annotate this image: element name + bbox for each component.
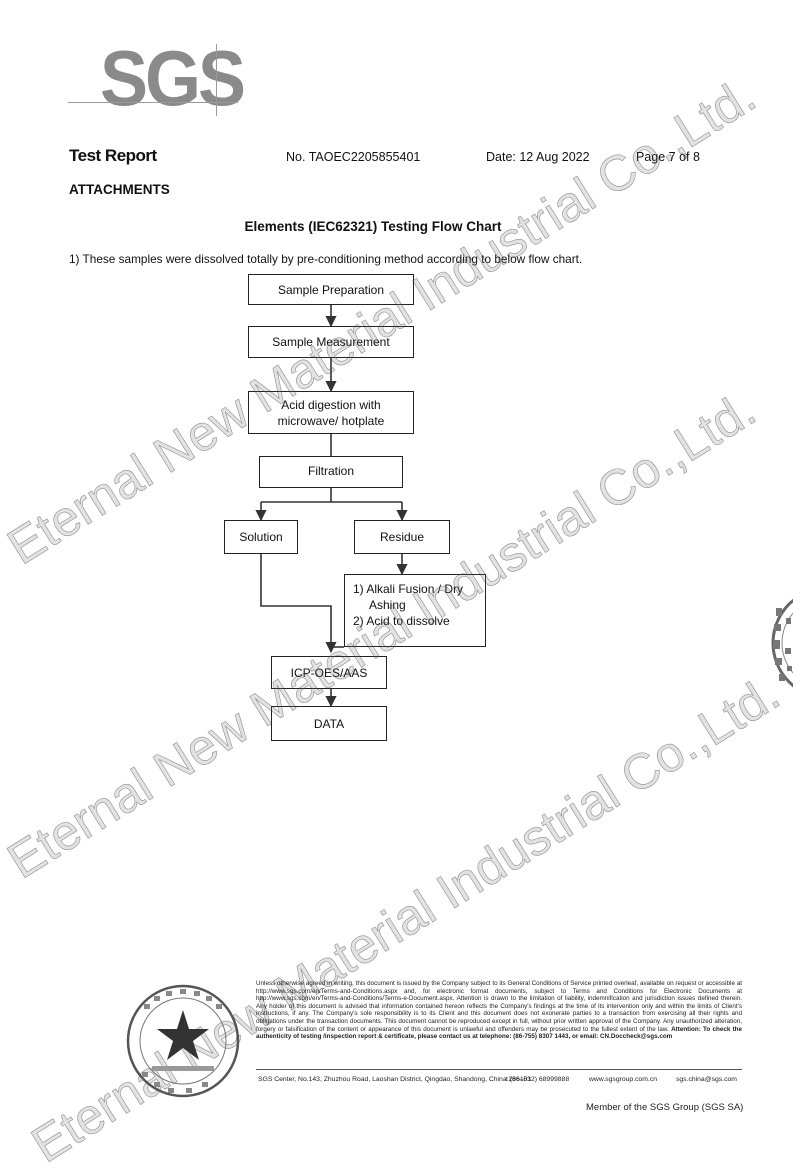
box-label: Sample Preparation <box>277 282 385 297</box>
box-acid-digestion: Acid digestion with microwave/ hotplate <box>248 391 414 434</box>
box-icp-oes-aas: ICP-OES/AAS <box>271 656 387 689</box>
side-seal-stamp <box>771 598 793 688</box>
box-filtration: Filtration <box>259 456 403 488</box>
box-solution: Solution <box>224 520 298 554</box>
box-label-line-1: 1) Alkali Fusion / Dry <box>353 582 464 596</box>
legal-disclaimer: Unless otherwise agreed in writing, this… <box>256 980 742 1041</box>
footer-website-link[interactable]: www.sgsgroup.com.cn <box>589 1076 657 1083</box>
footer-email-link[interactable]: sgs.china@sgs.com <box>676 1076 737 1083</box>
box-label-line-3: 2) Acid to dissolve <box>353 614 450 628</box>
box-label: Sample Measurement <box>272 335 390 349</box>
connector-solution-to-icp <box>260 554 337 654</box>
report-title: Test Report <box>69 146 157 165</box>
box-label: Solution <box>239 530 283 544</box>
logo-rule <box>68 102 238 103</box>
footer-rule <box>256 1069 742 1070</box>
flow-chart-title: Elements (IEC62321) Testing Flow Chart <box>244 219 502 234</box>
box-data: DATA <box>271 706 387 741</box>
sgs-logo: SGS <box>100 35 246 123</box>
box-label-line-1: Acid digestion with <box>281 397 381 412</box>
report-number: No. TAOEC2205855401 <box>286 150 421 164</box>
footer-phone: t (86–532) 68999888 <box>506 1076 570 1083</box>
box-label: ICP-OES/AAS <box>290 666 368 680</box>
footer-address: SGS Center, No.143, Zhuzhou Road, Laosha… <box>258 1076 532 1083</box>
disclaimer-text: Unless otherwise agreed in writing, this… <box>256 980 742 1033</box>
box-sample-preparation: Sample Preparation <box>248 274 414 305</box>
box-sample-measurement: Sample Measurement <box>248 326 414 358</box>
section-heading: ATTACHMENTS <box>69 182 170 197</box>
box-label: Residue <box>379 530 425 544</box>
flow-chart-connectors <box>255 305 408 708</box>
logo-vertical-rule <box>216 44 217 116</box>
company-seal-stamp <box>126 984 240 1098</box>
box-label: Filtration <box>307 464 354 478</box>
authenticity-notice: Attention: To check the authenticity of … <box>256 1025 743 1041</box>
box-alkali-fusion: 1) Alkali Fusion / Dry Ashing 2) Acid to… <box>344 574 486 647</box>
box-label: DATA <box>313 717 345 731</box>
sgs-group-membership: Member of the SGS Group (SGS SA) <box>586 1102 744 1113</box>
report-date: Date: 12 Aug 2022 <box>486 150 590 164</box>
page-indicator: Page 7 of 8 <box>636 150 700 164</box>
box-residue: Residue <box>354 520 450 554</box>
box-label-line-2: Ashing <box>369 598 406 612</box>
intro-paragraph: 1) These samples were dissolved totally … <box>69 252 583 266</box>
box-label-line-2: microwave/ hotplate <box>277 413 385 428</box>
